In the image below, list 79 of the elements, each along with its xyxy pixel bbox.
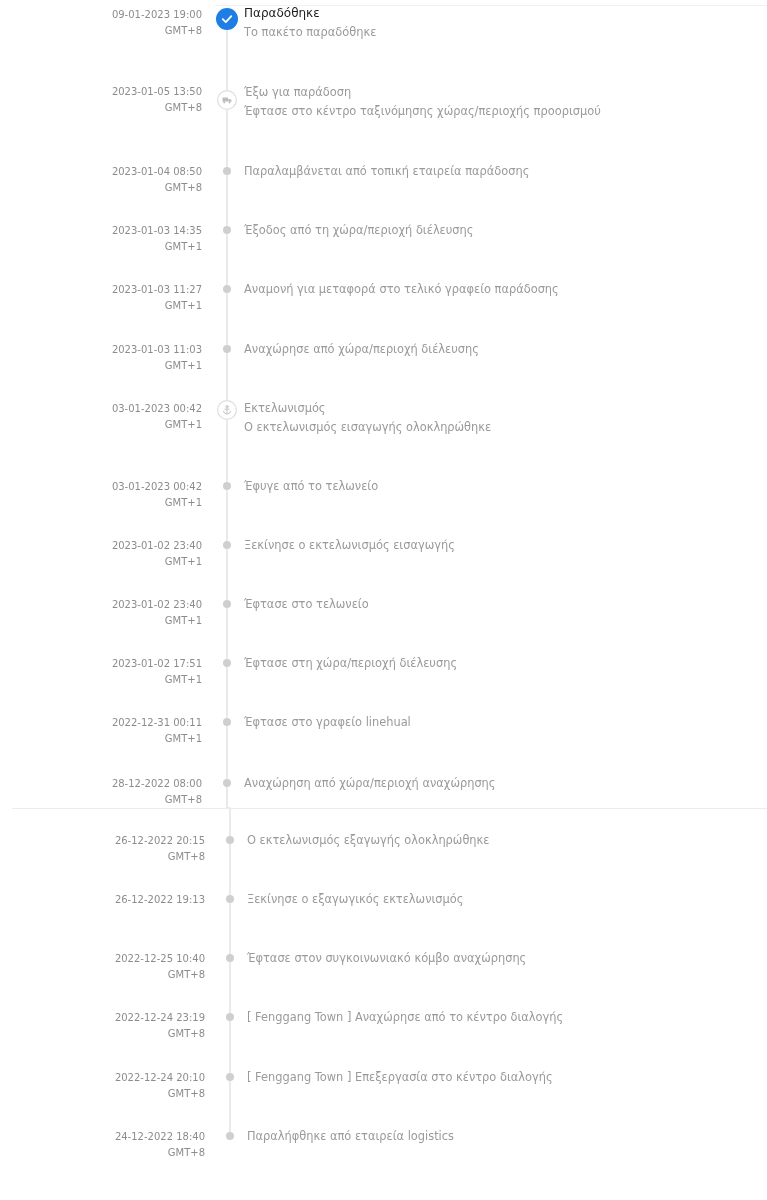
- timestamp: 03-01-2023 00:42: [111, 402, 202, 416]
- timestamp: 2023-01-03 11:03: [111, 343, 202, 357]
- timestamp: 2022-12-31 00:11: [111, 716, 202, 730]
- timezone-label: GMT+1: [164, 673, 202, 687]
- timestamp: 03-01-2023 00:42: [111, 480, 202, 494]
- timestamp: 2023-01-03 14:35: [111, 224, 202, 238]
- check-icon: [216, 8, 238, 30]
- timezone-label: GMT+1: [164, 614, 202, 628]
- timeline-dot: [223, 345, 231, 353]
- timestamp: 2023-01-02 23:40: [111, 598, 202, 612]
- timeline-line: [226, 786, 231, 837]
- status-detail: Έφτασε στο κέντρο ταξινόμησης χώρας/περιοχής προορισμού: [244, 102, 601, 120]
- timeline-dot: [223, 600, 231, 608]
- timeline-dot: [223, 285, 231, 293]
- timestamp: 2023-01-02 17:51: [111, 657, 202, 671]
- timeline-dot: [226, 1132, 234, 1140]
- status-text: Παραλήφθηκε από εταιρεία logistics: [247, 1127, 454, 1145]
- status-text: Έξοδος από τη χώρα/περιοχή διέλευσης: [244, 221, 474, 239]
- status-text: Ξεκίνησε ο εκτελωνισμός εισαγωγής: [244, 536, 455, 554]
- timestamp: 2022-12-25 10:40: [114, 952, 205, 966]
- status-text: Αναχώρηση από χώρα/περιοχή αναχώρησης: [244, 774, 496, 792]
- timezone-label: GMT+8: [164, 181, 202, 195]
- status-text: Ο εκτελωνισμός εξαγωγής ολοκληρώθηκε: [247, 831, 490, 849]
- timestamp: 2023-01-02 23:40: [111, 539, 202, 553]
- timeline-dot: [223, 167, 231, 175]
- timeline-dot: [223, 718, 231, 726]
- timeline-dot: [226, 1013, 234, 1021]
- timestamp: 2022-12-24 23:19: [114, 1011, 205, 1025]
- status-text: [ Fenggang Town ] Αναχώρησε από το κέντρο διαλογής: [247, 1008, 564, 1026]
- timezone-label: GMT+8: [167, 1087, 205, 1101]
- timezone-label: GMT+8: [164, 101, 202, 115]
- timezone-label: GMT+1: [164, 240, 202, 254]
- timezone-label: GMT+8: [164, 793, 202, 807]
- status-text: Αναχώρησε από χώρα/περιοχή διέλευσης: [244, 340, 479, 358]
- status-title: Εκτελωνισμός: [244, 399, 326, 417]
- timezone-label: GMT+8: [164, 24, 202, 38]
- timestamp: 2023-01-03 11:27: [111, 283, 202, 297]
- status-text: Έφτασε στο τελωνείο: [244, 595, 369, 613]
- timeline-dot: [226, 836, 234, 844]
- timestamp: 26-12-2022 19:13: [114, 893, 205, 907]
- timestamp: 24-12-2022 18:40: [114, 1130, 205, 1144]
- timezone-label: GMT+1: [164, 359, 202, 373]
- timeline-dot: [226, 954, 234, 962]
- anchor-icon: [217, 400, 237, 420]
- timeline-dot: [223, 659, 231, 667]
- status-text: Έφτασε στο γραφείο linehual: [244, 713, 411, 731]
- timezone-label: GMT+1: [164, 732, 202, 746]
- timeline-dot: [226, 895, 234, 903]
- timestamp: 2023-01-04 08:50: [111, 165, 202, 179]
- timestamp: 2023-01-05 13:50: [111, 85, 202, 99]
- timezone-label: GMT+1: [164, 555, 202, 569]
- status-title: Έξω για παράδοση: [244, 83, 352, 101]
- timezone-label: GMT+1: [164, 418, 202, 432]
- timestamp: 09-01-2023 19:00: [111, 8, 202, 22]
- status-text: Έφυγε από το τελωνείο: [244, 477, 379, 495]
- status-text: Παραλαμβάνεται από τοπική εταιρεία παράδοσης: [244, 162, 530, 180]
- timezone-label: GMT+8: [167, 1146, 205, 1160]
- timezone-label: GMT+8: [167, 968, 205, 982]
- timestamp: 26-12-2022 20:15: [114, 834, 205, 848]
- timeline-dot: [223, 226, 231, 234]
- status-text: Ξεκίνησε ο εξαγωγικός εκτελωνισμός: [247, 890, 464, 908]
- timestamp: 28-12-2022 08:00: [111, 777, 202, 791]
- status-detail: Ο εκτελωνισμός εισαγωγής ολοκληρώθηκε: [244, 418, 492, 436]
- timezone-label: GMT+8: [167, 1027, 205, 1041]
- timeline-dot: [223, 779, 231, 787]
- timeline-dot: [226, 1073, 234, 1081]
- timestamp: 2022-12-24 20:10: [114, 1071, 205, 1085]
- timezone-label: GMT+1: [164, 496, 202, 510]
- status-text: Αναμονή για μεταφορά στο τελικό γραφείο παράδοσης: [244, 280, 559, 298]
- status-title: Παραδόθηκε: [244, 4, 320, 22]
- timeline-dot: [223, 482, 231, 490]
- timezone-label: GMT+8: [167, 850, 205, 864]
- status-text: Έφτασε στη χώρα/περιοχή διέλευσης: [244, 654, 458, 672]
- status-text: Έφτασε στον συγκοινωνιακό κόμβο αναχώρησης: [247, 949, 527, 967]
- truck-icon: [217, 90, 237, 110]
- status-detail: Το πακέτο παραδόθηκε: [244, 23, 377, 41]
- timezone-label: GMT+1: [164, 299, 202, 313]
- status-text: [ Fenggang Town ] Επεξεργασία στο κέντρο διαλογής: [247, 1068, 553, 1086]
- timeline-dot: [223, 541, 231, 549]
